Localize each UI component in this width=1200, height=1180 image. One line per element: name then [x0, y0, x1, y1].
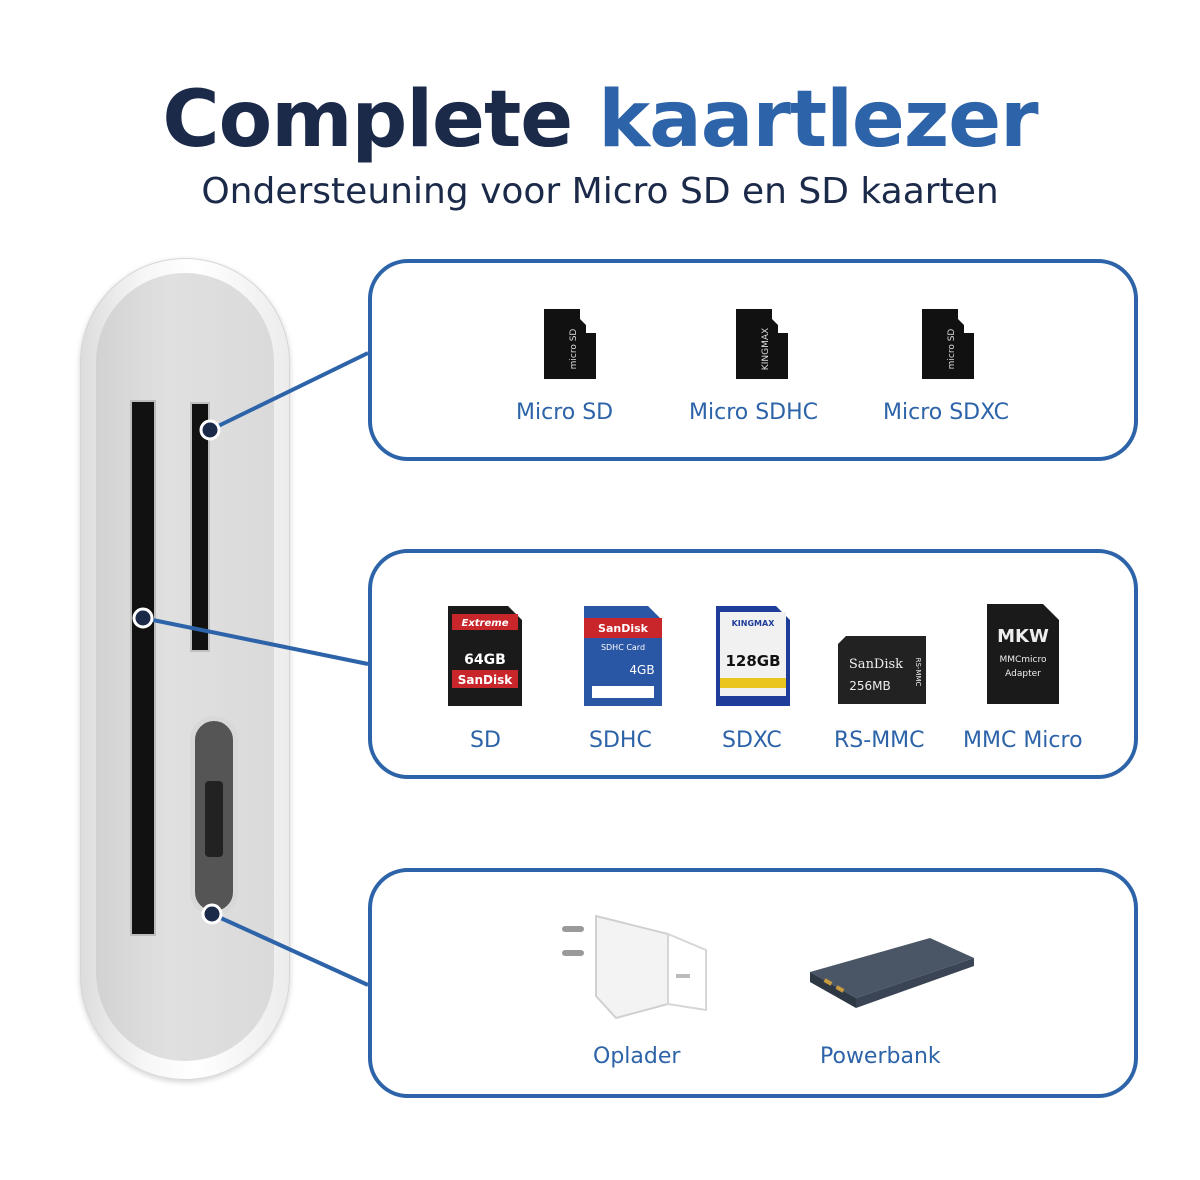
sdxc-card: KINGMAX 128GB: [712, 602, 794, 714]
title-dark: Complete: [162, 75, 573, 165]
title-blue: kaartlezer: [598, 75, 1038, 165]
rs-mmc-label: RS-MMC: [834, 728, 925, 753]
connector-dot-usb: [201, 903, 223, 925]
micro-sdhc-card: KINGMAX: [732, 305, 792, 387]
sd-card-brand-line: Extreme: [462, 618, 509, 629]
mmc-micro-label: MMC Micro: [963, 728, 1083, 753]
sd-card-maker: SanDisk: [458, 673, 514, 687]
connector-line-sd: [142, 616, 369, 666]
micro-sd-card: micro SD: [540, 305, 600, 387]
page-subtitle: Ondersteuning voor Micro SD en SD kaarte…: [201, 171, 999, 212]
connector-dot-micro: [199, 419, 221, 441]
mmc-micro-card: MKW MMCmicro Adapter: [983, 600, 1063, 712]
rs-mmc-card-maker: SanDisk: [849, 657, 903, 672]
power-panel: [368, 868, 1138, 1098]
micro-sd-label: Micro SD: [516, 400, 614, 425]
micro-sd-slot: [190, 402, 210, 652]
powerbank-icon: [800, 932, 980, 1016]
sdxc-label: SDXC: [722, 728, 782, 753]
sdxc-card-capacity: 128GB: [725, 652, 780, 670]
micro-sdhc-label: Micro SDHC: [689, 400, 819, 425]
charger-icon: [556, 906, 716, 1030]
mmc-micro-card-brand: MKW: [997, 626, 1049, 647]
mmc-micro-card-type: MMCmicro: [999, 655, 1047, 665]
svg-text:KINGMAX: KINGMAX: [761, 328, 771, 370]
connector-line-usb: [211, 912, 369, 987]
micro-sdxc-card: micro SD: [918, 305, 978, 387]
charger-label: Oplader: [593, 1044, 681, 1069]
sd-card-capacity: 64GB: [464, 652, 506, 668]
sdhc-card: SanDisk SDHC Card 4GB: [580, 602, 666, 714]
sdhc-card-maker: SanDisk: [598, 622, 649, 635]
sdhc-label: SDHC: [589, 728, 652, 753]
micro-sdxc-label: Micro SDXC: [883, 400, 1009, 425]
rs-mmc-card-type: RS-MMC: [914, 658, 922, 687]
sdxc-card-maker: KINGMAX: [732, 619, 776, 628]
page-title: Complete kaartlezer: [0, 72, 1200, 168]
svg-text:micro SD: micro SD: [569, 329, 579, 370]
rs-mmc-card: SanDisk 256MB RS-MMC: [834, 632, 930, 712]
svg-text:micro SD: micro SD: [947, 329, 957, 370]
sd-card: Extreme 64GB SanDisk: [444, 602, 526, 714]
sd-label: SD: [470, 728, 501, 753]
sdhc-card-capacity: 4GB: [629, 663, 654, 677]
sd-slot: [130, 400, 156, 936]
connector-dot-sd: [132, 607, 154, 629]
mmc-micro-card-adapter: Adapter: [1005, 669, 1041, 679]
sdhc-card-type: SDHC Card: [601, 643, 645, 652]
connector-line-micro: [209, 351, 369, 432]
powerbank-label: Powerbank: [820, 1044, 941, 1069]
rs-mmc-card-capacity: 256MB: [849, 679, 891, 693]
